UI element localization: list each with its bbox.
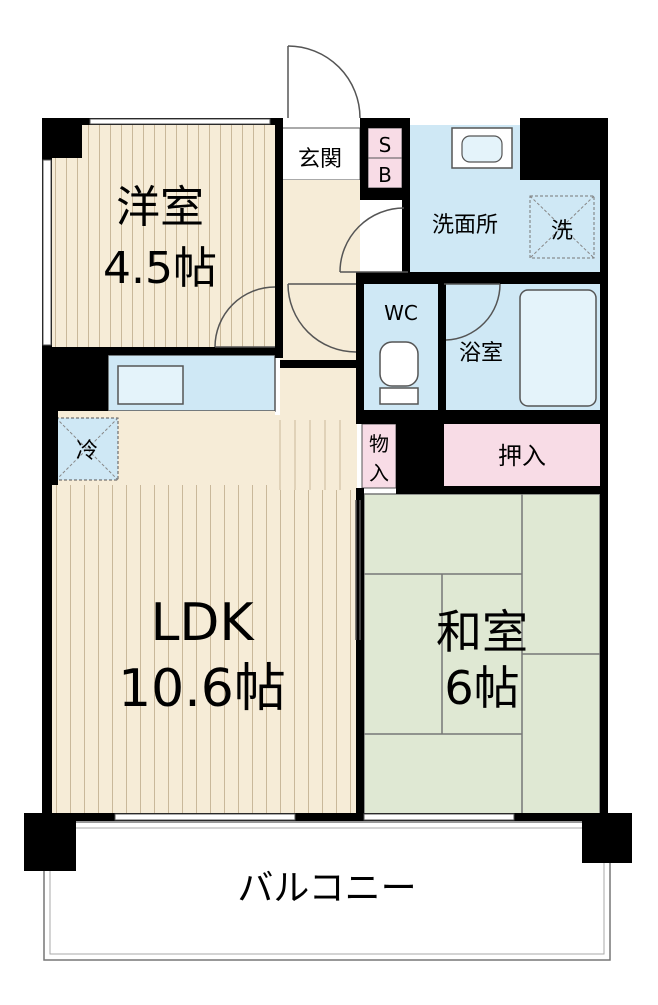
fridge-space: 冷	[55, 417, 119, 481]
shoe-box-label-bottom: B	[378, 163, 392, 187]
japanese-room: 和室 6帖	[363, 493, 601, 815]
balcony: バルコニー	[43, 821, 611, 961]
ldk-room: LDK 10.6帖	[52, 415, 357, 813]
shoe-box-label-top: S	[379, 133, 392, 157]
storage-label-top: 物	[369, 432, 389, 456]
ldk-room-name: LDK	[150, 593, 255, 653]
japanese-room-size: 6帖	[444, 661, 519, 715]
shoe-box: S B	[367, 127, 403, 189]
wc-label: WC	[384, 301, 418, 325]
doors	[214, 45, 501, 640]
bathtub-icon	[519, 289, 597, 407]
bath-label: 浴室	[459, 341, 503, 366]
windows	[42, 118, 515, 821]
bathroom: 浴室	[444, 284, 600, 410]
washer-space	[529, 195, 595, 259]
washer-label: 洗	[551, 219, 573, 244]
fridge-label: 冷	[76, 439, 98, 464]
closet-label: 押入	[498, 442, 546, 470]
walls	[24, 118, 632, 871]
washroom-label: 洗面所	[432, 213, 498, 238]
ldk-room-size: 10.6帖	[118, 659, 286, 719]
entrance-label: 玄関	[298, 147, 342, 172]
toilet-icon	[379, 341, 419, 387]
storage: 物 入	[361, 423, 397, 489]
closet: 押入	[444, 424, 600, 486]
western-room-size: 4.5帖	[103, 243, 217, 294]
storage-label-bottom: 入	[369, 461, 389, 485]
wc-room: WC	[364, 284, 438, 410]
western-room: 洋室 4.5帖	[52, 125, 275, 347]
japanese-room-name: 和室	[436, 605, 528, 659]
balcony-label: バルコニー	[237, 868, 416, 909]
entrance-hall: 玄関	[279, 127, 361, 415]
western-room-name: 洋室	[116, 182, 204, 233]
